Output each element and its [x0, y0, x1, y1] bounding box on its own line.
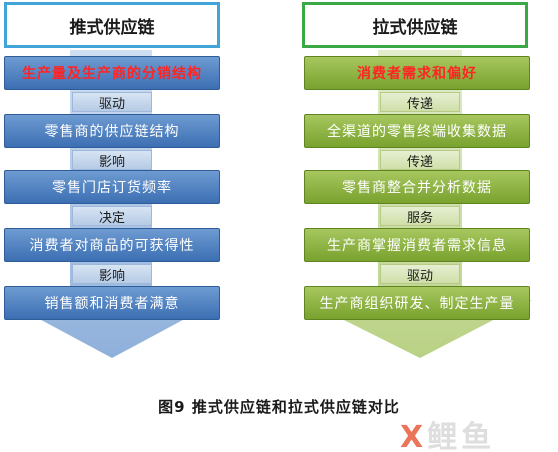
push-link-3: 决定 — [72, 206, 152, 226]
pull-header: 拉式供应链 — [302, 2, 528, 48]
pull-link-2: 传递 — [380, 150, 460, 170]
pull-supply-chain-column: 拉式供应链 消费者需求和偏好 传递 全渠道的零售终端收集数据 传递 零售商整合并… — [300, 0, 544, 360]
push-supply-chain-column: 推式供应链 生产量及生产商的分销结构 驱动 零售商的供应链结构 影响 零售门店订… — [2, 0, 246, 360]
push-arrow-background — [4, 50, 220, 358]
pull-step-3: 零售商整合并分析数据 — [304, 170, 530, 204]
pull-arrow-background — [304, 50, 532, 358]
push-header: 推式供应链 — [4, 2, 220, 48]
push-link-1: 驱动 — [72, 92, 152, 112]
push-step-2: 零售商的供应链结构 — [4, 114, 220, 148]
logo-mark: X — [400, 420, 428, 452]
pull-step-1: 消费者需求和偏好 — [304, 56, 530, 90]
figure-caption: 图9 推式供应链和拉式供应链对比 — [158, 398, 400, 416]
pull-link-1: 传递 — [380, 92, 460, 112]
pull-link-3: 服务 — [380, 206, 460, 226]
pull-step-5: 生产商组织研发、制定生产量 — [304, 286, 530, 320]
pull-link-4: 驱动 — [380, 264, 460, 284]
pull-step-4: 生产商掌握消费者需求信息 — [304, 228, 530, 262]
push-step-1: 生产量及生产商的分销结构 — [4, 56, 220, 90]
push-link-2: 影响 — [72, 150, 152, 170]
pull-step-2: 全渠道的零售终端收集数据 — [304, 114, 530, 148]
push-step-4: 消费者对商品的可获得性 — [4, 228, 220, 262]
push-step-3: 零售门店订货频率 — [4, 170, 220, 204]
watermark-logo: X鲤鱼 — [400, 412, 550, 452]
push-step-5: 销售额和消费者满意 — [4, 286, 220, 320]
push-link-4: 影响 — [72, 264, 152, 284]
logo-text: 鲤鱼 — [427, 420, 496, 452]
